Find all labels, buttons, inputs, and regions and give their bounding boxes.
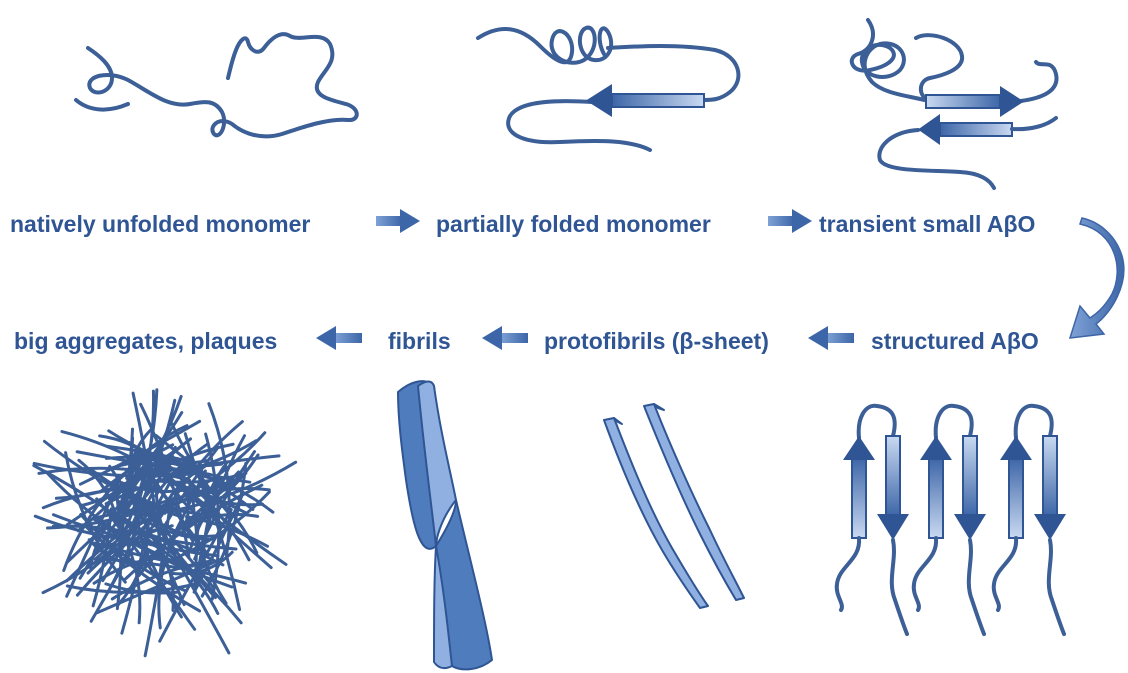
aggregate-fibre [195, 525, 197, 586]
arrow-left-3 [316, 326, 362, 350]
label-big-aggregates: big aggregates, plaques [14, 328, 277, 354]
beta-strand-down [1043, 436, 1057, 516]
hairpin-loop [859, 406, 895, 438]
protofibrils-illustration [604, 404, 744, 608]
hairpin-loop [936, 406, 972, 438]
beta-strand-up-head [920, 436, 952, 460]
beta-strand-up [929, 458, 943, 538]
fibrils-illustration [398, 381, 492, 669]
partially-folded-monomer-illustration [478, 28, 738, 150]
hairpin-tail [994, 538, 1016, 610]
arrow-right-1 [376, 209, 420, 233]
label-partially-folded-monomer: partially folded monomer [436, 211, 711, 237]
natively-unfolded-monomer-illustration [76, 34, 357, 136]
big-aggregates-plaques-illustration [34, 390, 296, 656]
hairpin-tail [914, 538, 936, 610]
label-structured-abo: structured AβO [871, 328, 1039, 354]
transient-small-abo-illustration [852, 20, 1057, 188]
beta-strand-down-head [877, 514, 909, 540]
hairpin-tail [837, 538, 859, 610]
beta-strand-up-head [843, 436, 875, 460]
beta-strand-down [963, 436, 977, 516]
arrow-right-2 [768, 209, 812, 233]
arrow-left-2 [482, 326, 528, 350]
beta-strand-down [886, 436, 900, 516]
beta-strand-up-head [1000, 436, 1032, 460]
label-fibrils: fibrils [388, 328, 451, 354]
beta-strand-down-head [954, 514, 986, 540]
arrow-left-1 [808, 326, 854, 350]
label-natively-unfolded-monomer: natively unfolded monomer [10, 211, 310, 237]
hairpin-loop [1016, 406, 1052, 438]
label-transient-small-abo: transient small AβO [819, 211, 1035, 237]
label-protofibrils: protofibrils (β-sheet) [544, 328, 769, 354]
beta-strand-up [852, 458, 866, 538]
structured-abo-illustration [837, 406, 1066, 634]
hairpin-tail [1049, 540, 1064, 634]
beta-strand-up [1009, 458, 1023, 538]
curved-arrow-down [1070, 218, 1124, 338]
hairpin-tail [892, 540, 907, 634]
hairpin-tail [969, 540, 984, 634]
beta-strand-down-head [1034, 514, 1066, 540]
